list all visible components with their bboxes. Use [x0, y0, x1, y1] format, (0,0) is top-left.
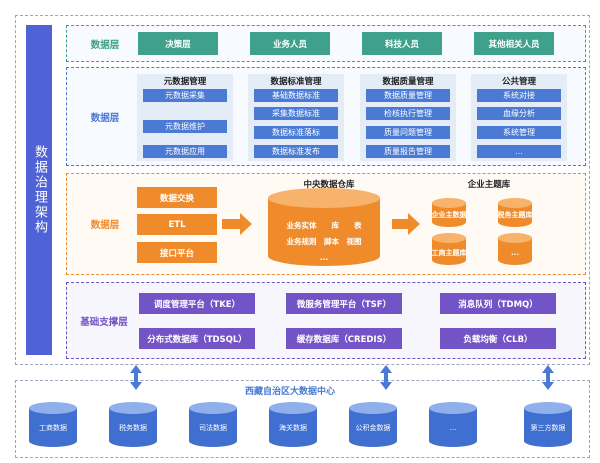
column-title: 元数据管理	[163, 77, 207, 87]
database-cylinder-icon	[269, 402, 317, 447]
database-label: 司法数据	[199, 424, 227, 432]
database-cylinder-icon	[349, 402, 397, 447]
metadata-column: 元数据管理 元数据采集 元数据维护 元数据应用	[137, 74, 233, 161]
orange-arrow-icon	[392, 213, 420, 235]
public-item[interactable]: 血缘分析	[477, 107, 561, 120]
theme-cylinder-icon	[432, 233, 466, 265]
data-standard-column: 数据标准管理 基础数据标准 采集数据标准 数据标准落标 数据标准发布	[248, 74, 344, 161]
layer-4-name: 基础支撑层	[80, 316, 128, 328]
etl-button[interactable]: ETL	[137, 214, 217, 235]
quality-item[interactable]: 质量问题管理	[366, 126, 450, 139]
warehouse-line: 业务实体 库 表	[286, 221, 362, 230]
standard-item[interactable]: 基础数据标准	[254, 89, 338, 102]
theme-db-title: 企业主题库	[467, 179, 511, 190]
layer-4: 基础支撑层 调度管理平台（TKE） 微服务管理平台（TSF） 消息队列（TDMQ…	[66, 282, 586, 359]
public-item[interactable]: ...	[477, 145, 561, 158]
metadata-item[interactable]: 元数据应用	[143, 145, 227, 158]
warehouse-line: 业务规则 脚本 视图	[286, 237, 362, 246]
credis-button[interactable]: 缓存数据库（CREDIS）	[286, 328, 402, 349]
layer-1-name: 数据层	[90, 39, 120, 51]
data-exchange-button[interactable]: 数据交换	[137, 187, 217, 208]
theme-cylinder-icon	[432, 198, 466, 227]
warehouse-title: 中央数据仓库	[303, 179, 355, 190]
column-title: 数据质量管理	[382, 77, 434, 87]
theme-cylinder-icon	[498, 233, 532, 265]
metadata-item[interactable]: 元数据维护	[143, 120, 227, 133]
outer-frame	[15, 15, 590, 365]
database-cylinder-icon	[429, 402, 477, 447]
layer-1: 数据层 决策层 业务人员 科技人员 其他相关人员	[66, 25, 586, 62]
database-cylinder-icon	[524, 402, 572, 447]
warehouse-cylinder-icon	[268, 188, 380, 266]
quality-item[interactable]: 质量报告管理	[366, 145, 450, 158]
standard-item[interactable]: 数据标准发布	[254, 145, 338, 158]
layer-2-name: 数据层	[90, 112, 120, 124]
database-cylinder-icon	[189, 402, 237, 447]
public-item[interactable]: 系统对接	[477, 89, 561, 102]
layer-3-name: 数据层	[90, 220, 120, 231]
bottom-title: 西藏自治区大数据中心	[244, 386, 335, 397]
quality-item[interactable]: 数据质量管理	[366, 89, 450, 102]
theme-item-label: ...	[511, 249, 519, 257]
tsf-button[interactable]: 微服务管理平台（TSF）	[286, 293, 402, 314]
other-staff-button[interactable]: 其他相关人员	[474, 32, 554, 55]
standard-item[interactable]: 采集数据标准	[254, 107, 338, 120]
database-label: 工商数据	[39, 424, 67, 432]
tdmq-button[interactable]: 消息队列（TDMQ）	[440, 293, 556, 314]
clb-button[interactable]: 负载均衡（CLB）	[440, 328, 556, 349]
theme-item-label: 工商主题库	[431, 249, 467, 257]
tdsql-button[interactable]: 分布式数据库（TDSQL）	[139, 328, 255, 349]
public-management-column: 公共管理 系统对接 血缘分析 系统管理 ...	[471, 74, 567, 161]
data-quality-column: 数据质量管理 数据质量管理 检核执行管理 质量问题管理 质量报告管理	[360, 74, 456, 161]
business-staff-button[interactable]: 业务人员	[250, 32, 330, 55]
column-title: 公共管理	[501, 77, 536, 87]
tech-staff-button[interactable]: 科技人员	[362, 32, 442, 55]
double-arrow-icon	[130, 365, 142, 390]
orange-arrow-icon	[222, 213, 252, 235]
database-label: 第三方数据	[530, 424, 566, 432]
database-label: 海关数据	[279, 424, 307, 432]
quality-item[interactable]: 检核执行管理	[366, 107, 450, 120]
database-cylinder-icon	[29, 402, 77, 447]
standard-item[interactable]: 数据标准落标	[254, 126, 338, 139]
theme-item-label: 企业主数据	[431, 211, 467, 219]
column-title: 数据标准管理	[270, 77, 322, 87]
database-label: 公积金数据	[355, 424, 391, 432]
database-label: 税务数据	[119, 424, 147, 432]
decision-layer-button[interactable]: 决策层	[138, 32, 218, 55]
warehouse-line: ...	[319, 253, 329, 262]
metadata-item[interactable]: 元数据采集	[143, 89, 227, 102]
side-label: 数据治理架构	[26, 25, 52, 355]
database-label: ...	[449, 424, 457, 432]
layer-2: 数据层 元数据管理 元数据采集 元数据维护 元数据应用 数据标准管理 基础数据标…	[66, 67, 586, 166]
public-item[interactable]: 系统管理	[477, 126, 561, 139]
tke-button[interactable]: 调度管理平台（TKE）	[139, 293, 255, 314]
double-arrow-icon	[380, 365, 392, 390]
api-platform-button[interactable]: 接口平台	[137, 242, 217, 263]
theme-cylinder-icon	[498, 198, 532, 227]
double-arrow-icon	[542, 365, 554, 390]
database-cylinder-icon	[109, 402, 157, 447]
bottom-frame	[15, 380, 590, 458]
theme-item-label: 税务主题库	[497, 211, 533, 219]
